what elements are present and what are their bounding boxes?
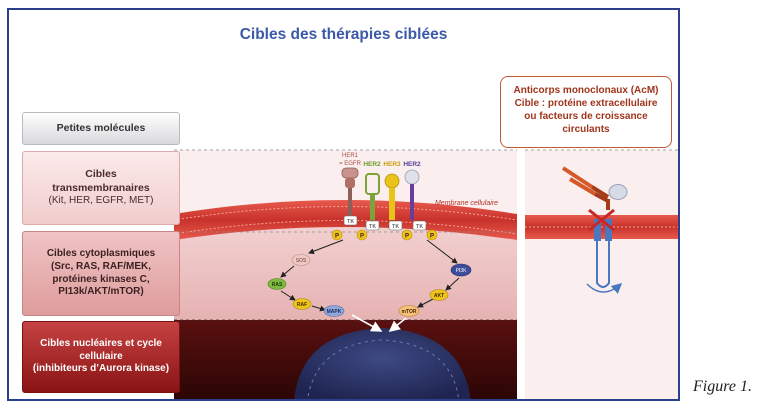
svg-text:PI3K: PI3K xyxy=(456,268,468,274)
cell-nucleus xyxy=(294,328,471,399)
target-receptor xyxy=(586,219,623,294)
antibody-icon xyxy=(561,166,628,210)
label-transmembrane-targets: Cibles transmembranaires (Kit, HER, EGFR… xyxy=(22,151,180,225)
label-transmembrane-line1: Cibles xyxy=(85,168,117,181)
tk-node: TK xyxy=(365,220,380,231)
pi3k-node: PI3K xyxy=(450,263,472,277)
svg-text:TK: TK xyxy=(392,224,399,230)
svg-text:P: P xyxy=(430,234,434,240)
svg-text:mTOR: mTOR xyxy=(402,309,417,315)
membrane-label: Membrane cellulaire xyxy=(435,200,498,207)
tk-node: TK xyxy=(412,220,427,231)
label-nuclear-targets: Cibles nucléaires et cycle cellulaire (i… xyxy=(22,321,180,393)
svg-text:TK: TK xyxy=(347,219,354,225)
figure-title: Cibles des thérapies ciblées xyxy=(239,26,448,43)
diagram-canvas: HER1 = EGFR HER2 HER3 HER2 Membrane cell… xyxy=(173,149,678,399)
svg-text:P: P xyxy=(360,234,364,240)
phosphate-node: P xyxy=(331,229,343,241)
figure-caption: Figure 1. xyxy=(693,378,752,395)
svg-text:P: P xyxy=(405,234,409,240)
label-nuclear-line1: Cibles nucléaires et cycle xyxy=(40,337,162,349)
receptor-label-egfr: = EGFR xyxy=(339,161,362,167)
svg-text:SOS: SOS xyxy=(296,258,307,264)
antibody-callout-line3: ou facteurs de croissance xyxy=(524,111,648,122)
pathway-arrows xyxy=(280,239,460,312)
receptor-her2-b xyxy=(404,169,420,220)
svg-text:TK: TK xyxy=(416,224,423,230)
ras-node: RAS xyxy=(267,278,287,290)
label-small-molecules: Petites molécules xyxy=(22,112,180,145)
label-transmembrane-line3: (Kit, HER, EGFR, MET) xyxy=(48,195,154,207)
label-transmembrane-line2: transmembranaires xyxy=(52,181,150,194)
svg-text:MAPK: MAPK xyxy=(327,309,342,315)
receptor-her3 xyxy=(384,173,400,220)
raf-node: RAF xyxy=(292,298,312,310)
antibody-callout-line2: Cible : protéine extracellulaire xyxy=(514,98,658,109)
receptor-her2-a xyxy=(365,173,380,220)
phosphate-node: P xyxy=(426,229,438,241)
mapk-node: MAPK xyxy=(323,305,345,317)
receptor-label-her1: HER1 xyxy=(342,153,359,159)
antibody-panel xyxy=(525,149,678,399)
label-cytoplasmic-line3: protéines kinases C, xyxy=(52,273,150,285)
svg-text:P: P xyxy=(335,234,339,240)
phosphate-node: P xyxy=(356,229,368,241)
antibody-callout-line1: Anticorps monoclonaux (AcM) xyxy=(513,85,659,96)
label-cytoplasmic-line4: PI13k/AKT/mTOR) xyxy=(58,286,144,298)
tk-node: TK xyxy=(388,220,403,231)
label-small-molecules-text: Petites molécules xyxy=(56,121,146,134)
receptor-label-her3: HER3 xyxy=(383,161,401,168)
tk-node: TK xyxy=(343,215,358,226)
blocked-mark-icon xyxy=(588,208,615,232)
label-cytoplasmic-line2: (Src, RAS, RAF/MEK, xyxy=(50,260,151,272)
receptor-label-her2-b: HER2 xyxy=(403,161,421,168)
receptor-her1 xyxy=(341,167,359,218)
svg-text:RAF: RAF xyxy=(297,302,307,308)
antibody-callout: Anticorps monoclonaux (AcM) Cible : prot… xyxy=(500,76,672,148)
label-cytoplasmic-line1: Cibles cytoplasmiques xyxy=(46,247,156,259)
receptor-label-her2-a: HER2 xyxy=(363,161,381,168)
sos-node: SOS xyxy=(291,254,311,266)
membrane-texture xyxy=(173,220,518,235)
figure-frame: HER1 = EGFR HER2 HER3 HER2 Membrane cell… xyxy=(7,8,680,401)
nuclear-arrows xyxy=(351,314,407,333)
svg-text:RAS: RAS xyxy=(272,282,283,288)
akt-node: AKT xyxy=(429,289,449,301)
antibody-panel-background xyxy=(525,150,678,399)
svg-text:TK: TK xyxy=(369,224,376,230)
label-nuclear-line3: (inhibiteurs d’Aurora kinase) xyxy=(32,363,170,375)
svg-text:AKT: AKT xyxy=(434,293,444,299)
antibody-callout-line4: circulants xyxy=(562,124,610,135)
label-nuclear-line2: cellulaire xyxy=(79,350,123,362)
mtor-node: mTOR xyxy=(398,305,420,317)
label-cytoplasmic-targets: Cibles cytoplasmiques (Src, RAS, RAF/MEK… xyxy=(22,231,180,316)
membrane-texture xyxy=(173,206,518,221)
phosphate-node: P xyxy=(401,229,413,241)
